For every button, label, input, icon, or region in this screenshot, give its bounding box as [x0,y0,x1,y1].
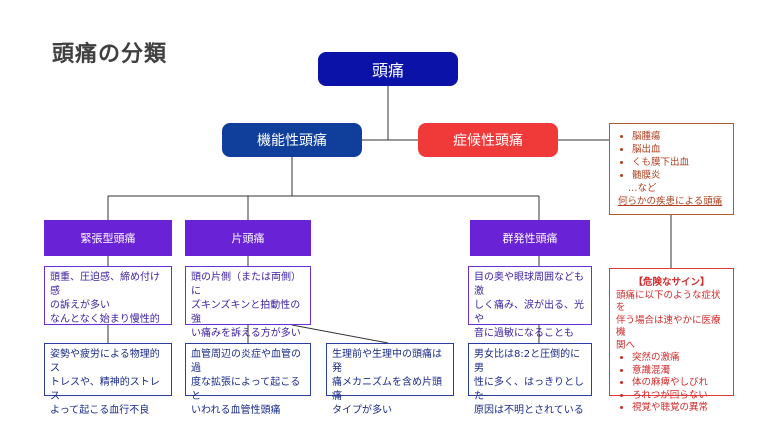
migraine-node: 片頭痛 [185,220,311,256]
page-title: 頭痛の分類 [52,42,168,67]
secondary-causes-list: 脳腫瘍 脳出血 くも膜下出血 髄膜炎 [618,130,725,182]
migraine-symptoms-box: 頭の片側（または両側）に ズキンズキンと拍動性の強 い痛みを訴える方が多い [185,266,311,339]
list-item: 脳出血 [632,143,725,156]
symptom-line: しく痛み、涙が出る、光や [474,300,584,325]
cluster-node: 群発性頭痛 [470,220,590,256]
symptomatic-headache-node: 症候性頭痛 [418,123,558,157]
symptom-line: 頭重、圧迫感、締め付け感 [50,272,160,297]
cause-line: 血管周辺の炎症や血管の過 [191,349,301,374]
symptom-line: 音に過敏になることも [474,328,574,339]
cause-line: 生理前や生理中の頭痛は発 [332,349,442,374]
migraine-vascular-cause-box: 血管周辺の炎症や血管の過 度な拡張によって起こると いわれる血管性頭痛 [185,343,311,416]
functional-headache-node: 機能性頭痛 [222,123,362,157]
migraine-hormonal-cause-box: 生理前や生理中の頭痛は発 痛メカニズムを含め片頭痛 タイプが多い [326,343,454,416]
list-item: 脳腫瘍 [632,130,725,143]
cause-line: 姿勢や疲労による物理的ス [50,349,160,374]
cause-line: いわれる血管性頭痛 [191,405,281,416]
list-item: 突然の激痛 [632,352,727,365]
root-node: 頭痛 [318,52,458,86]
symptom-line: の訴えが多い [50,300,110,311]
danger-signs-box: 【危険なサイン】 頭痛に以下のような症状を 伴う場合は速やかに医療機 関へ 突然… [609,268,734,413]
list-item: ろれつが回らない [632,390,727,403]
danger-signs-list: 突然の激痛 意識混濁 体の麻痺やしびれ ろれつが回らない 視覚や聴覚の異常 [616,352,727,415]
list-item: 視覚や聴覚の異常 [632,402,727,415]
cluster-symptoms-box: 目の奥や眼球周囲なども激 しく痛み、涙が出る、光や 音に過敏になることも [468,266,592,339]
danger-intro-line: 伴う場合は速やかに医療機 [616,314,721,339]
secondary-summary: 何らかの疾患による頭痛 [618,196,723,207]
symptom-line: ズキンズキンと拍動性の強 [191,300,301,325]
cause-line: よって起こる血行不良 [50,405,150,416]
list-item: 意識混濁 [632,365,727,378]
cause-line: 男女比は8:2と圧倒的に男 [474,349,581,374]
cause-line: トレスや、精神的ストレス [50,377,160,402]
secondary-causes-box: 脳腫瘍 脳出血 くも膜下出血 髄膜炎 …など 何らかの疾患による頭痛 [609,123,734,215]
list-item: 髄膜炎 [632,169,725,182]
etc-text: …など [628,183,657,194]
symptom-line: なんとなく始まり慢性的 [50,314,160,325]
danger-intro-line: 頭痛に以下のような症状を [616,289,721,314]
cause-line: 性に多く、はっきりとした [474,377,584,402]
tension-type-node: 緊張型頭痛 [44,220,172,256]
danger-intro-line: 関へ [616,339,636,351]
tension-cause-box: 姿勢や疲労による物理的ス トレスや、精神的ストレス よって起こる血行不良 [44,343,172,416]
symptom-line: 頭の片側（または両側）に [191,272,301,297]
cause-line: 度な拡張によって起こると [191,377,301,402]
cause-line: 原因は不明とされている [474,405,584,416]
symptom-line: い痛みを訴える方が多い [191,328,301,339]
cause-line: タイプが多い [332,405,392,416]
danger-title: 【危険なサイン】 [633,277,710,288]
cause-line: 痛メカニズムを含め片頭痛 [332,377,442,402]
tension-symptoms-box: 頭重、圧迫感、締め付け感 の訴えが多い なんとなく始まり慢性的 [44,266,172,325]
list-item: くも膜下出血 [632,156,725,169]
symptom-line: 目の奥や眼球周囲なども激 [474,272,584,297]
cluster-cause-box: 男女比は8:2と圧倒的に男 性に多く、はっきりとした 原因は不明とされている [468,343,592,416]
list-item: 体の麻痺やしびれ [632,377,727,390]
